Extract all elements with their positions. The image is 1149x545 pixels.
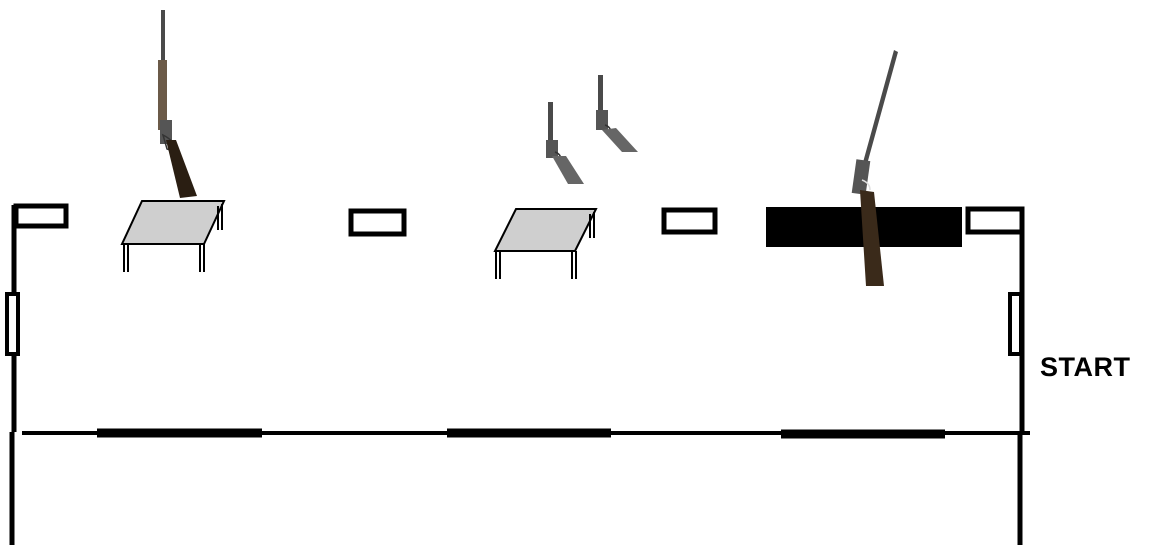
table-left-top: [120, 200, 226, 245]
pistol-icon: [546, 102, 584, 184]
shotgun-icon: [851, 50, 898, 286]
pistol-icon: [596, 75, 638, 152]
right-side-target: [1008, 292, 1023, 356]
start-label: START: [1040, 352, 1131, 382]
table-center: [493, 208, 598, 279]
target-3: [661, 207, 718, 235]
left-side-target: [5, 292, 20, 356]
table-center-top: [493, 208, 598, 252]
target-2: [348, 208, 407, 237]
table-left: [120, 200, 226, 272]
rifle-icon: [158, 10, 197, 198]
target-4: [965, 206, 1025, 235]
top-targets: [13, 203, 1025, 237]
target-1: [13, 203, 69, 229]
fault-line-segments: [97, 428, 945, 439]
